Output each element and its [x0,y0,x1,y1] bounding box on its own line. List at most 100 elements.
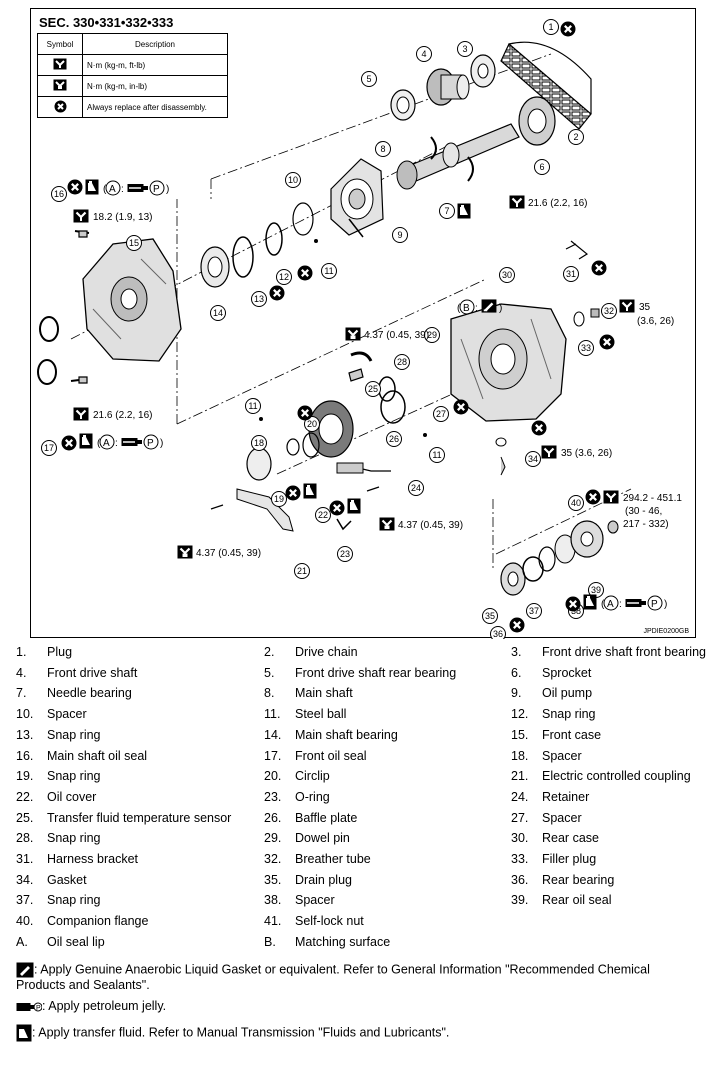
bolts [78,230,577,510]
callout-19: 19 [271,491,287,507]
callout-circle [251,291,267,307]
legend-number: 16. [16,748,34,763]
letter-circle [647,595,663,611]
callout-circle [499,267,515,283]
legend-number: 7. [16,686,27,701]
legend-number: 14. [264,727,282,742]
callout-27: 27 [433,406,449,422]
always-replace-icon [565,596,581,612]
legend-number: 34. [16,872,34,887]
callout-number: 37 [529,606,539,616]
callout-11: 11 [321,263,337,279]
center-line [176,278,487,425]
fluid-icon [347,498,361,514]
legend-text: Baffle plate [295,810,358,825]
callout-circle [392,227,408,243]
callout-number: 11 [248,401,257,411]
callout-circle [386,431,402,447]
center-line [495,488,632,555]
legend-number: 20. [264,769,282,784]
letter-paren: ( [97,438,101,449]
svg-text::: : [115,438,118,449]
callout-number: 11 [432,450,441,460]
note-jelly: P: Apply petroleum jelly. [16,999,166,1014]
letter-ref-p: P [153,184,160,195]
callout-circle [126,235,142,251]
callout-number: 17 [44,443,54,453]
letter-paren: ( [103,184,107,195]
exploded-view-diagram: 1234567891011111112131415161718192021222… [37,19,682,639]
callout-40: 40 [568,495,584,511]
callout-number: 26 [389,434,399,444]
legend-text: Breather tube [295,852,371,866]
letter-ref-p: P [651,599,658,610]
callout-14: 14 [210,305,226,321]
callout-circle [321,263,337,279]
callout-circle [490,626,506,639]
petroleum-jelly-icon [625,598,647,608]
callout-number: 33 [581,343,591,353]
legend-number: 9. [511,686,522,701]
legend-number: 18. [511,748,529,763]
note-jelly-text: : Apply petroleum jelly. [42,999,167,1013]
legend-text: Spacer [542,748,582,763]
callout-circle [41,440,57,456]
legend-text: Self-lock nut [295,914,364,929]
callout-2: 2 [568,129,584,145]
legend-text: Rear oil seal [542,893,612,908]
fluid-icon [583,594,597,610]
callout-number: 30 [502,270,512,280]
callout-circle [337,546,353,562]
callout-18: 18 [251,435,267,451]
callout-3: 3 [457,41,473,57]
legend-number: A. [16,934,28,949]
legend-text: Main shaft oil seal [47,748,148,763]
center-line [70,143,452,340]
callout-circle [568,129,584,145]
callout-number: 13 [254,294,264,304]
svg-text::: : [475,303,478,314]
callout-number: 31 [566,269,576,279]
callout-number: 24 [411,483,421,493]
callout-circle [424,327,440,343]
torque-label: (30 - 46, [625,506,662,517]
legend-text: Rear case [542,831,599,846]
legend-number: 26. [264,810,282,825]
letter-ref-a: A [607,599,614,610]
legend-number: 35. [264,872,282,887]
callout-circle [304,416,320,432]
legend-number: 21. [511,769,529,784]
callout-10: 10 [285,172,301,188]
sprocket [518,96,556,146]
callout-number: 18 [254,438,264,448]
legend-number: 31. [16,852,34,866]
legend-text: Front oil seal [295,748,367,763]
callout-circle [416,46,432,62]
legend-text: Filler plug [542,852,597,866]
legend-number: 2. [264,645,275,659]
torque-wrench-small-icon [379,517,395,531]
legend-text: Oil pump [542,686,593,701]
callout-number: 36 [493,629,503,639]
legend-text: Snap ring [542,707,596,722]
callout-34: 34 [525,451,541,467]
fluid-icon [79,433,93,449]
legend-text: Spacer [47,707,87,722]
callout-17: 17 [41,440,57,456]
note-gasket-text-2: Products and Sealants". [16,978,150,992]
callout-number: 16 [54,189,64,199]
legend-text: Matching surface [295,934,391,949]
callout-29: 29 [424,327,440,343]
petroleum-jelly-icon [127,183,149,193]
callout-15: 15 [126,235,142,251]
electric-controlled-coupling [246,376,427,481]
svg-text:): ) [499,303,502,314]
legend-text: Rear bearing [542,872,615,887]
callout-number: 3 [462,44,467,54]
callout-circle [285,172,301,188]
legend-text: Retainer [542,789,590,804]
callout-circle [543,19,559,35]
torque-wrench-small-icon [177,545,193,559]
torque-wrench-small-icon [37,75,83,97]
callout-circle [315,507,331,523]
